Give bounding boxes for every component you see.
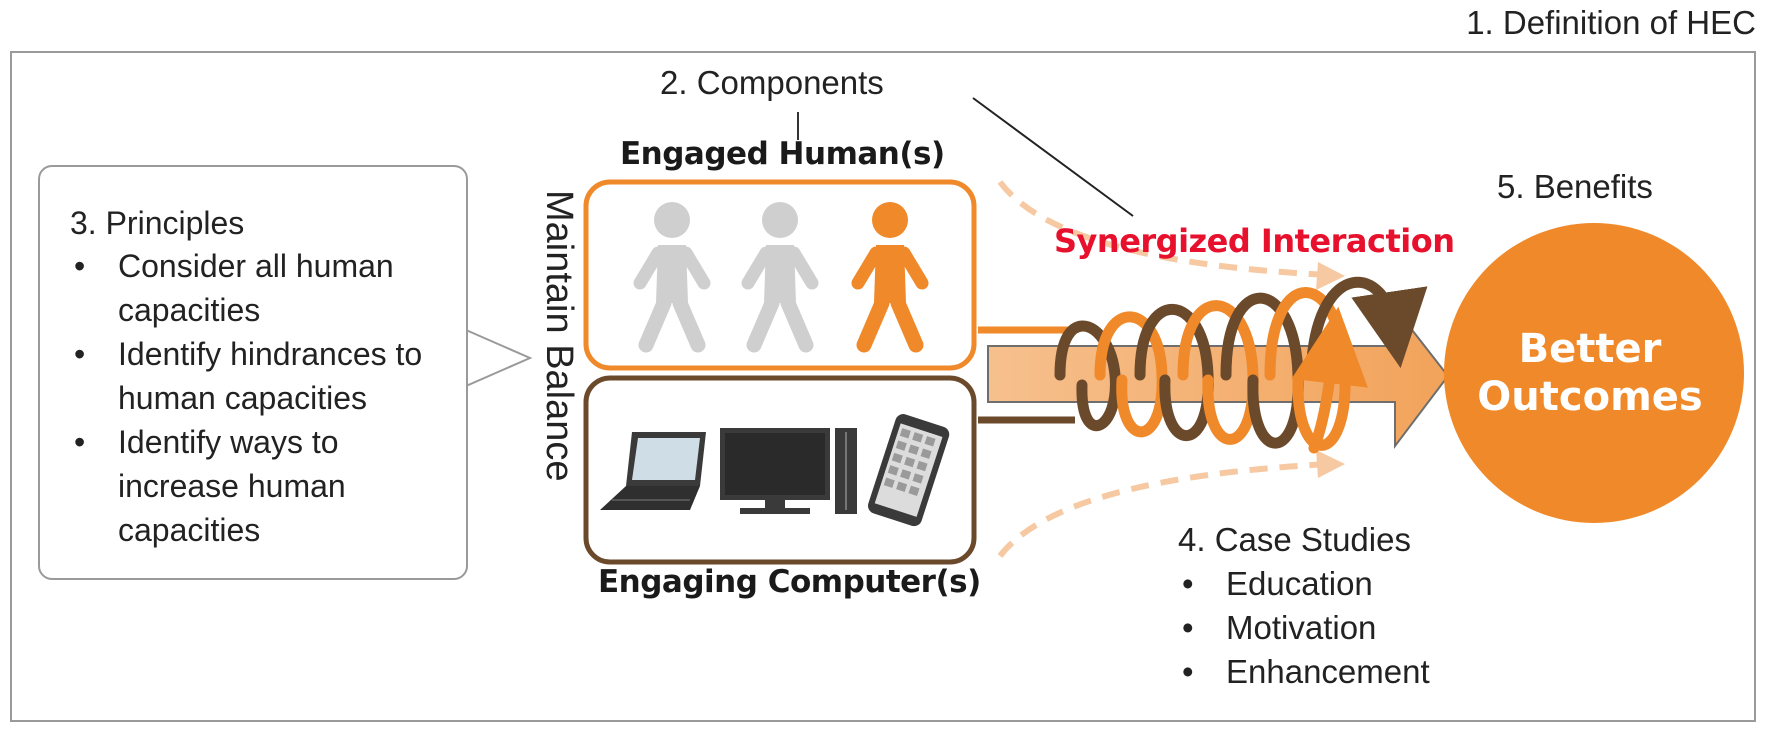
- better-outcomes-circle: [1444, 223, 1744, 523]
- case-studies: 4. Case Studies Education Motivation Enh…: [1178, 518, 1430, 694]
- benefits-title: 5. Benefits: [1497, 168, 1653, 205]
- case-studies-list: Education Motivation Enhancement: [1178, 562, 1430, 694]
- desktop-monitor-icon: [720, 428, 830, 514]
- person-icon: [851, 202, 929, 353]
- better-outcomes-line2: Outcomes: [1477, 374, 1703, 420]
- list-item: Education: [1178, 562, 1430, 606]
- dashed-arrow-bottom-head: [1316, 450, 1345, 478]
- list-item: Consider all human capacities: [70, 244, 466, 332]
- smartphone-icon: [868, 414, 950, 527]
- person-icon: [741, 202, 819, 353]
- list-item: Enhancement: [1178, 650, 1430, 694]
- better-outcomes-text: Better Outcomes: [1440, 325, 1740, 421]
- principles-title: 3. Principles: [70, 205, 245, 241]
- maintain-balance-label: Maintain Balance: [538, 190, 580, 482]
- definition-title: 1. Definition of HEC: [1466, 4, 1756, 41]
- dashed-arrow-bottom: [997, 461, 1331, 558]
- list-item: Motivation: [1178, 606, 1430, 650]
- engaging-computers-label: Engaging Computer(s): [598, 564, 981, 600]
- components-pointer-line: [972, 97, 1134, 217]
- tower-icon: [835, 428, 857, 514]
- dashed-arrow-top: [997, 180, 1331, 278]
- better-outcomes-line1: Better: [1518, 326, 1662, 372]
- synergy-spiral: [1054, 276, 1428, 454]
- principles-list: Consider all human capacities Identify h…: [70, 244, 466, 552]
- engaged-humans-label: Engaged Human(s): [620, 136, 945, 172]
- definition-frame: [10, 51, 1756, 722]
- list-item: Identify ways to increase human capaciti…: [70, 420, 466, 552]
- components-title: 2. Components: [660, 64, 884, 101]
- person-icon: [633, 202, 711, 353]
- laptop-icon: [600, 432, 706, 510]
- list-item: Identify hindrances to human capacities: [70, 332, 466, 420]
- dashed-arrow-top-head: [1316, 262, 1345, 290]
- principles-box: 3. Principles Consider all human capacit…: [38, 165, 468, 580]
- case-studies-title: 4. Case Studies: [1178, 521, 1411, 558]
- synergized-interaction-label: Synergized Interaction: [1054, 222, 1455, 260]
